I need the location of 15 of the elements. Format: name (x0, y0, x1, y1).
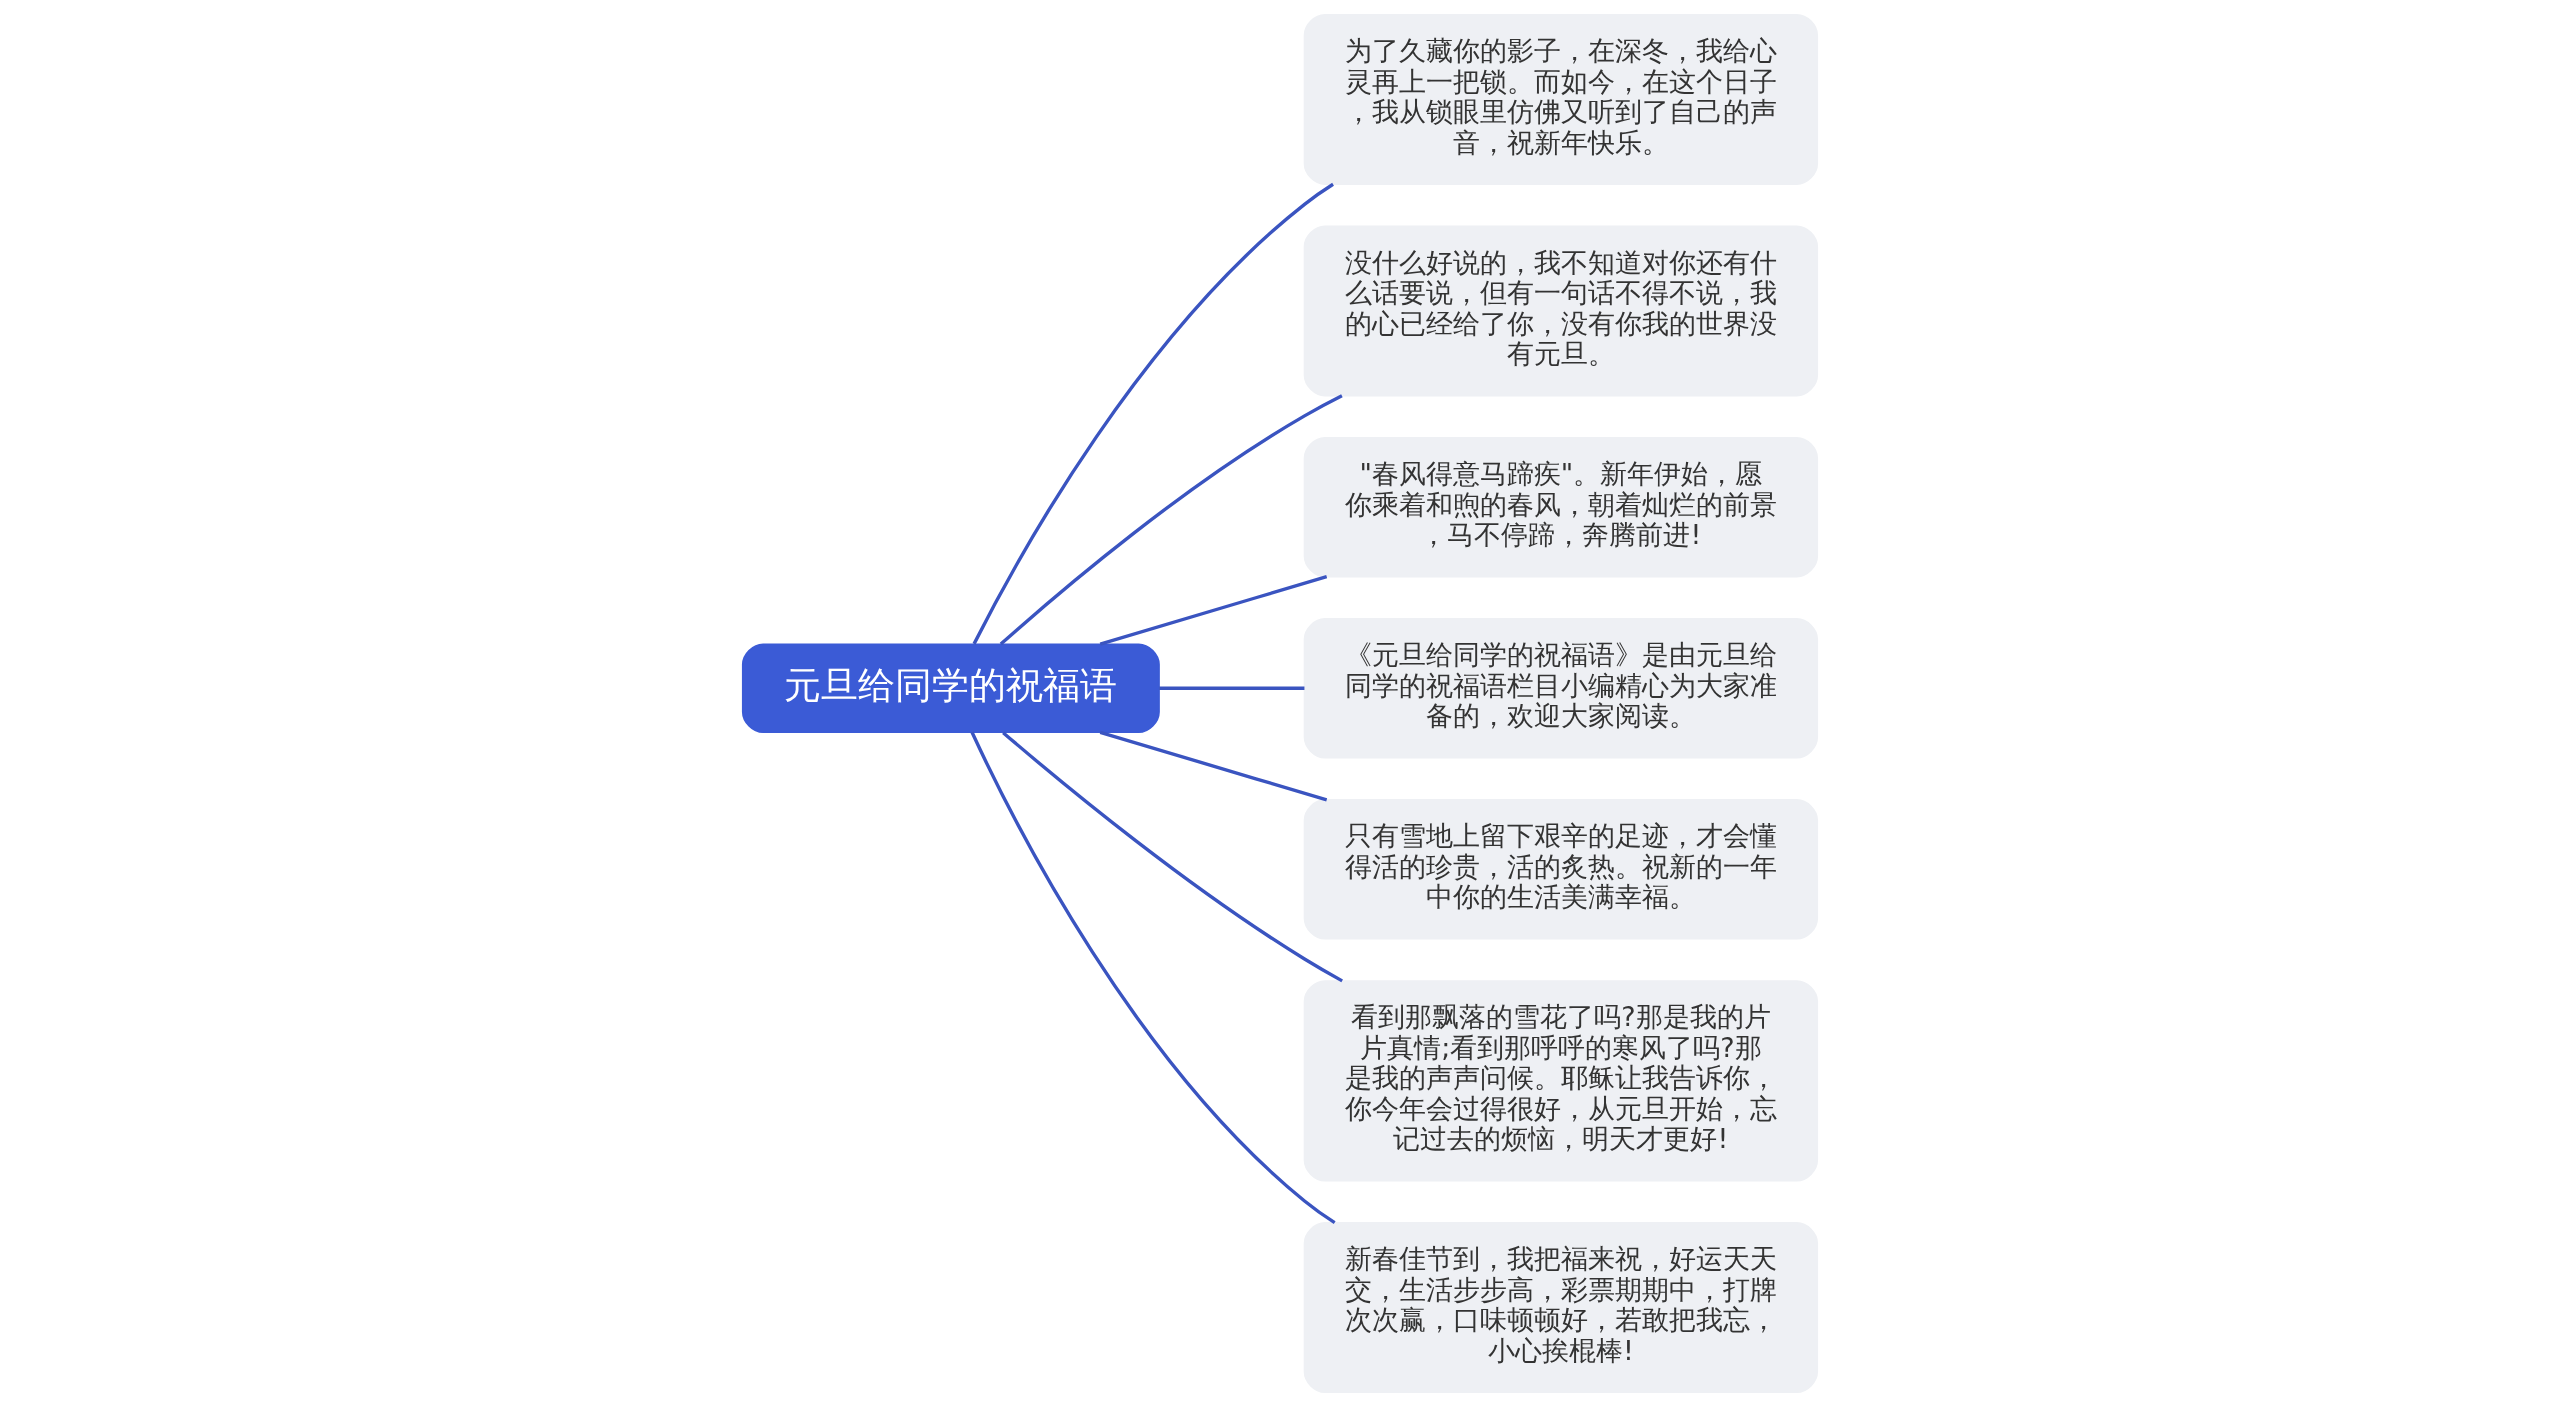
node-box: "春风得意马蹄疾"。新年伊始，愿你乘着和煦的春风，朝着灿烂的前景，马不停蹄，奔腾前进! (1303, 437, 1819, 578)
connector (999, 394, 1343, 646)
node-box: 没什么好说的，我不知道对你还有什么话要说，但有一句话不得不说，我的心已经给了你，没有你我的世界没有元旦。 (1303, 225, 1819, 397)
node-box: 新春佳节到，我把福来祝，好运天天交，生活步步高，彩票期期中，打牌次次赢，口味顿顿好，若敢把我忘，小心挨棍棒! (1303, 1222, 1819, 1393)
connector (972, 182, 1334, 645)
connector (1099, 730, 1328, 802)
connector (1099, 575, 1328, 646)
node-box: 元旦给同学的祝福语 (741, 643, 1160, 734)
connector (970, 731, 1336, 1225)
connector (1159, 686, 1305, 690)
node-box: 为了久藏你的影子，在深冬，我给心灵再上一把锁。而如今，在这个日子，我从锁眼里仿佛又听到了自己的声音，祝新年快乐。 (1303, 14, 1819, 185)
node-box: 《元旦给同学的祝福语》是由元旦给同学的祝福语栏目小编精心为大家准备的，欢迎大家阅读。 (1303, 618, 1819, 759)
node-box: 看到那飘落的雪花了吗?那是我的片片真情;看到那呼呼的寒风了吗?那是我的声声问候。耶稣让我告诉你，你今年会过得很好，从元旦开始，忘记过去的烦恼，明天才更好! (1303, 980, 1819, 1182)
connector (1002, 731, 1343, 983)
node-box: 只有雪地上留下艰辛的足迹，才会懂得活的珍贵，活的炙热。祝新的一年中你的生活美满幸福。 (1303, 799, 1819, 940)
